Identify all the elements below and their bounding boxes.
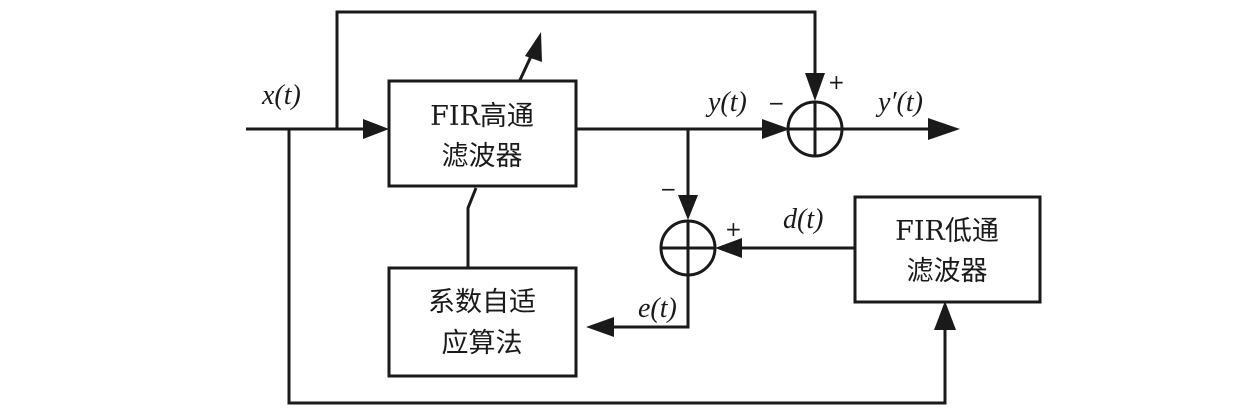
e-line	[612, 276, 690, 329]
output-summer-minus-sign: −	[768, 91, 785, 115]
output-summer-plus-sign: +	[828, 70, 845, 94]
signal-e-label: e(t)	[638, 293, 677, 324]
error-summer-minus-sign: −	[660, 177, 677, 201]
arrow-into-lpf	[934, 301, 956, 330]
adapt-label-line1: 系数自适	[428, 287, 536, 318]
arrow-into-output-sum-left	[762, 119, 790, 139]
error-summer	[659, 219, 717, 277]
feedforward-path	[335, 10, 817, 129]
signal-y-label: y(t)	[705, 87, 747, 118]
signal-y-out-label: y′(t)	[875, 87, 923, 118]
lpf-label-line1: FIR低通	[895, 216, 999, 247]
adapt-update-line	[466, 187, 478, 268]
arrow-into-adapt	[586, 317, 614, 337]
output-summer	[786, 100, 844, 158]
arrow-into-output-sum-top	[805, 73, 825, 101]
lpf-label-line2: 滤波器	[907, 256, 988, 287]
adapt-block: 系数自适 应算法	[387, 266, 578, 378]
adjust-arrowhead	[525, 32, 542, 62]
signal-x-label: x(t)	[261, 80, 301, 111]
lpf-box	[853, 195, 1042, 304]
signal-d-label: d(t)	[783, 204, 823, 235]
arrow-into-hpf	[363, 119, 389, 139]
error-summer-plus-sign: +	[725, 217, 742, 241]
arrow-into-error-sum-right	[715, 238, 742, 258]
arrow-output	[928, 118, 960, 140]
adapt-box	[387, 266, 578, 378]
bottom-path	[287, 129, 947, 405]
hpf-label-line2: 滤波器	[442, 141, 523, 172]
adapt-label-line2: 应算法	[442, 328, 523, 359]
hpf-block: FIR高通 滤波器	[387, 79, 578, 188]
hpf-label-line1: FIR高通	[430, 101, 534, 132]
lpf-block: FIR低通 滤波器	[853, 195, 1042, 304]
arrow-into-error-sum-top	[678, 195, 698, 220]
hpf-box	[387, 79, 578, 188]
